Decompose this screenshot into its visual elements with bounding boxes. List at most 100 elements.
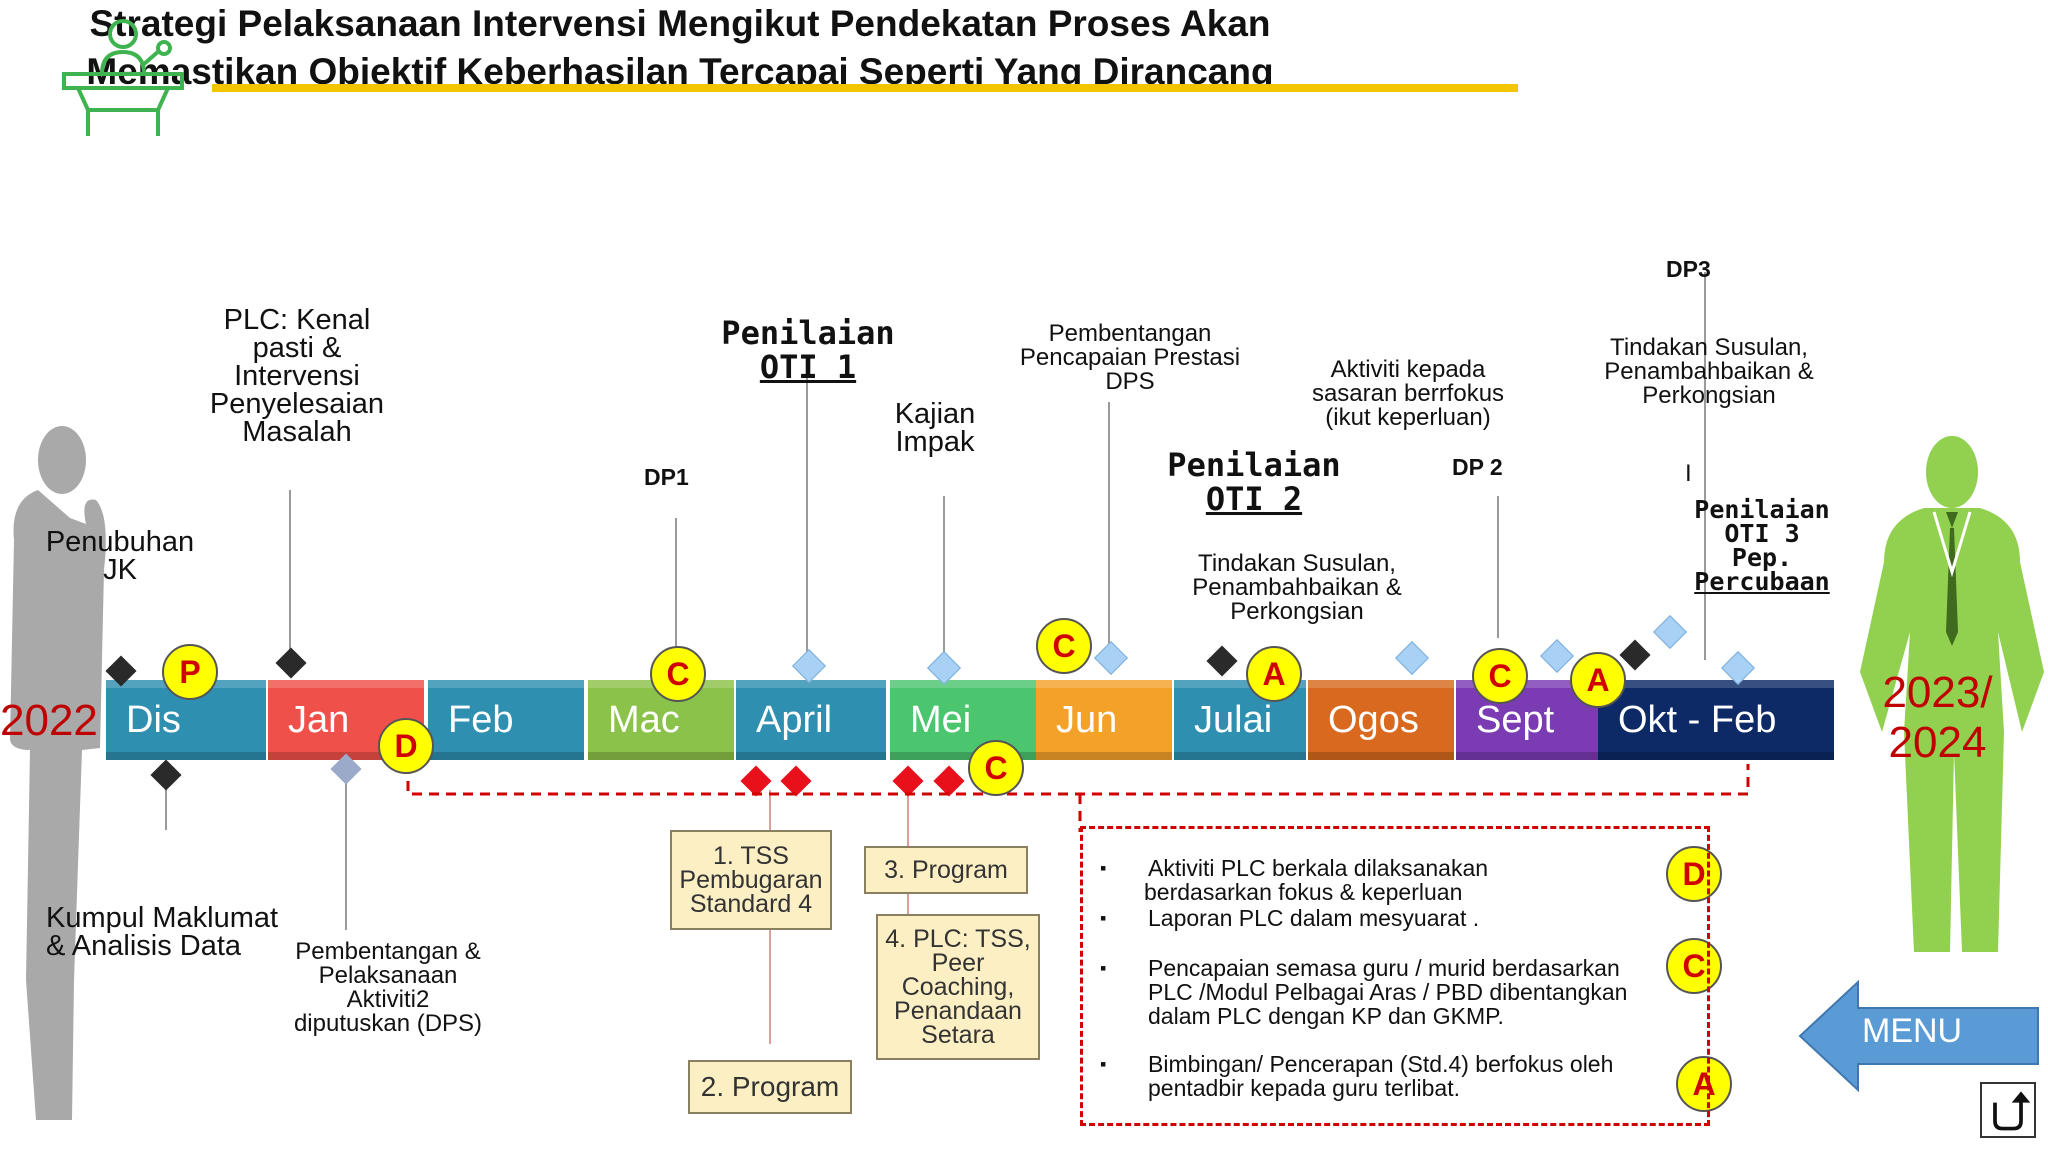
marker-c: C <box>650 646 706 702</box>
end-year-line-2: 2024 <box>1870 718 2005 768</box>
label-oti3: Penilaian OTI 3 Pep. Percubaan <box>1690 498 1834 594</box>
label-line: Kajian <box>880 400 990 428</box>
box-line: Penandaan <box>878 999 1038 1023</box>
label-line: JK <box>40 556 200 584</box>
label-pembentangan-dps: Pembentangan & Pelaksanaan Aktiviti2 dip… <box>268 940 508 1036</box>
note-text: Bimbingan/ Pencerapan (Std.4) berfokus o… <box>1148 1052 1613 1100</box>
timeline-segment: Feb <box>428 680 584 760</box>
box-line: Pembugaran <box>672 868 830 892</box>
note-line: berdasarkan fokus & keperluan <box>1144 880 1488 904</box>
box-line: Peer <box>878 951 1038 975</box>
label-line: (ikut keperluan) <box>1298 406 1518 430</box>
box-line: 3. Program <box>866 858 1026 882</box>
label-line: Penambahbaikan & <box>1580 360 1838 384</box>
label-line: Intervensi <box>190 362 404 390</box>
note-line: dalam PLC dengan KP dan GKMP. <box>1148 1004 1627 1028</box>
box-tss-pembugaran: 1. TSS Pembugaran Standard 4 <box>670 830 832 930</box>
marker-c: C <box>1472 648 1528 704</box>
label-kumpul-maklumat: Kumpul Maklumat & Analisis Data <box>46 904 278 960</box>
month-label: Mac <box>608 699 680 742</box>
label-line: OTI 1 <box>720 350 896 384</box>
label-line: pasti & <box>190 334 404 362</box>
connector-line <box>345 780 347 930</box>
timeline-segment: Jun <box>1036 680 1172 760</box>
label-line: OTI 2 <box>1166 482 1342 516</box>
label-line: Penyelesaian <box>190 390 404 418</box>
label-line: Pelaksanaan <box>268 964 508 988</box>
month-label: Jan <box>288 699 349 742</box>
start-year: 2022 <box>0 696 98 746</box>
label-dp3: DP3 <box>1666 256 1711 283</box>
note-text: Pencapaian semasa guru / murid berdasark… <box>1148 956 1627 1028</box>
marker-d: D <box>378 718 434 774</box>
label-line: Penilaian <box>720 316 896 350</box>
bullet: ▪ <box>1100 906 1106 930</box>
milestone-diamond <box>1206 645 1237 676</box>
connector-line <box>289 490 291 662</box>
connector-line <box>1704 272 1706 660</box>
label-oti1: Penilaian OTI 1 <box>720 316 896 384</box>
label-line: Percubaan <box>1690 570 1834 594</box>
month-label: Feb <box>448 699 513 742</box>
end-year: 2023/ 2024 <box>1870 668 2005 768</box>
note-text: Laporan PLC dalam mesyuarat . <box>1148 906 1479 930</box>
month-label: Julai <box>1194 699 1272 742</box>
bullet: ▪ <box>1100 856 1106 880</box>
menu-label: MENU <box>1862 1012 1962 1051</box>
note-line: Pencapaian semasa guru / murid berdasark… <box>1148 956 1627 980</box>
label-line: Impak <box>880 428 990 456</box>
month-label: Mei <box>910 699 971 742</box>
milestone-diamond <box>150 759 181 790</box>
label-dp1: DP1 <box>644 464 689 491</box>
label-dp2: DP 2 <box>1452 454 1503 481</box>
marker-c: C <box>1036 618 1092 674</box>
label-line: DPS <box>1010 370 1250 394</box>
label-tindakan-susulan-2: Tindakan Susulan, Penambahbaikan & Perko… <box>1580 336 1838 408</box>
milestone-diamond <box>1395 641 1429 675</box>
month-label: Dis <box>126 699 181 742</box>
box-program-2: 2. Program <box>688 1060 852 1114</box>
label-tindakan-susulan-1: Tindakan Susulan, Penambahbaikan & Perko… <box>1170 552 1424 624</box>
box-line: 2. Program <box>690 1075 850 1099</box>
thinking-man-figure <box>0 420 140 1120</box>
connector-line <box>1497 496 1499 638</box>
label-line: Pembentangan & <box>268 940 508 964</box>
box-line: Coaching, <box>878 975 1038 999</box>
title-line-1: Strategi Pelaksanaan Intervensi Mengikut… <box>0 0 1360 48</box>
label-pembentangan-pencapaian: Pembentangan Pencapaian Prestasi DPS <box>1010 322 1250 394</box>
label-line: Pencapaian Prestasi <box>1010 346 1250 370</box>
label-line: & Analisis Data <box>46 932 278 960</box>
label-oti2: Penilaian OTI 2 <box>1166 448 1342 516</box>
box-line: Standard 4 <box>672 892 830 916</box>
milestone-diamond <box>275 647 306 678</box>
milestone-diamond <box>792 649 826 683</box>
marker-p: P <box>162 644 218 700</box>
label-line: Aktiviti kepada <box>1298 358 1518 382</box>
label-line: Kumpul Maklumat <box>46 904 278 932</box>
month-label: Ogos <box>1328 699 1419 742</box>
connector-line <box>806 374 808 664</box>
label-line: Aktiviti2 <box>268 988 508 1012</box>
month-label: Sept <box>1476 699 1554 742</box>
note-line: Bimbingan/ Pencerapan (Std.4) berfokus o… <box>1148 1052 1613 1076</box>
connector-line <box>943 496 945 664</box>
note-line: Laporan PLC dalam mesyuarat . <box>1148 906 1479 930</box>
timeline-segment: April <box>736 680 886 760</box>
connector-line <box>1108 402 1110 660</box>
label-penubuhan: Penubuhan JK <box>40 528 200 584</box>
timeline-segment: Ogos <box>1308 680 1454 760</box>
milestone-diamond <box>1094 641 1128 675</box>
marker-a: A <box>1246 646 1302 702</box>
box-line: 4. PLC: TSS, <box>878 927 1038 951</box>
bullet: ▪ <box>1100 1052 1106 1076</box>
label-line: Pembentangan <box>1010 322 1250 346</box>
month-label: Jun <box>1056 699 1117 742</box>
label-line: diputuskan (DPS) <box>268 1012 508 1036</box>
timeline-segment: Okt - Feb <box>1598 680 1834 760</box>
podium-speaker-icon <box>60 12 190 137</box>
label-line: Tindakan Susulan, <box>1170 552 1424 576</box>
label-line: Masalah <box>190 418 404 446</box>
return-arrow-icon[interactable] <box>1980 1082 2036 1138</box>
box-plc-tss: 4. PLC: TSS, Peer Coaching, Penandaan Se… <box>876 914 1040 1060</box>
label-line: PLC: Kenal <box>190 306 404 334</box>
